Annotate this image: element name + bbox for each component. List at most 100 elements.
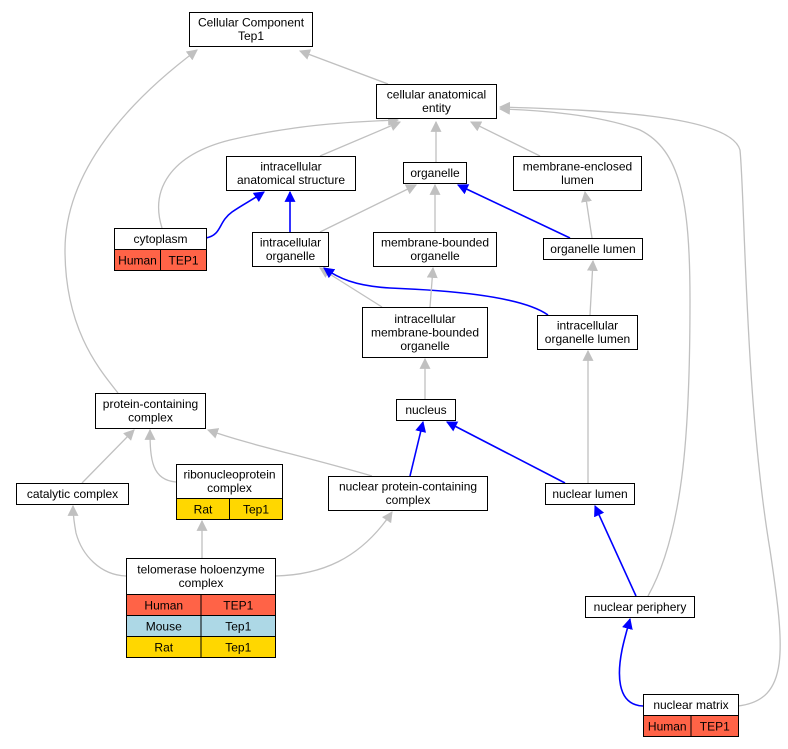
edge-organelle-lumen-to-organelle <box>457 184 571 239</box>
ribonucleoprotein-complex-rat-cell <box>229 498 283 520</box>
protein-containing-complex-label: protein-containing <box>103 397 198 411</box>
membrane-bounded-organelle-label: membrane-bounded <box>381 236 489 250</box>
organelle-box <box>403 162 467 184</box>
membrane-enclosed-lumen-label: lumen <box>561 173 594 187</box>
protein-containing-complex-label: complex <box>128 411 173 425</box>
ribonucleoprotein-complex-label: complex <box>207 481 252 495</box>
intracellular-organelle-lumen-label: intracellular <box>557 319 618 333</box>
telomerase-holoenzyme-complex-label: complex <box>179 576 224 590</box>
cytoplasm-human-cell-text: Human <box>118 253 157 267</box>
cytoplasm-human-cell <box>160 249 207 271</box>
nuclear-matrix-human-cell-text: Human <box>648 719 687 733</box>
membrane-enclosed-lumen-label: membrane-enclosed <box>523 160 632 174</box>
edge-intracellular-organelle-lumen-to-organelle-lumen <box>586 259 598 316</box>
edge-membrane-enclosed-lumen-to-cellular-anatomical-entity <box>470 121 541 157</box>
telomerase-holoenzyme-complex-label: telomerase holoenzyme <box>137 563 265 577</box>
intracellular-membrane-bounded-organelle-label: intracellular <box>394 312 455 326</box>
edge-cellular-anatomical-entity-to-cellular-component <box>298 49 389 85</box>
nuclear-lumen-node[interactable]: nuclear lumen <box>545 483 635 505</box>
cellular-anatomical-entity-label: entity <box>422 101 451 115</box>
cellular-anatomical-entity-label: cellular anatomical <box>387 88 486 102</box>
nuclear-periphery-box <box>585 596 695 618</box>
nuclear-protein-containing-complex-label: complex <box>386 493 431 507</box>
telomerase-holoenzyme-complex-box <box>126 558 276 595</box>
organelle-lumen-node[interactable]: organelle lumen <box>543 238 643 260</box>
telomerase-holoenzyme-complex-mouse-cell-text: Tep1 <box>225 619 251 633</box>
membrane-enclosed-lumen-box <box>513 156 642 191</box>
cellular-component-label: Cellular Component <box>198 16 305 30</box>
edge-nuclear-matrix-to-cellular-anatomical-entity <box>498 101 781 707</box>
edge-telomerase-holoenzyme-complex-to-nuclear-protein-containing-complex <box>274 511 393 577</box>
cytoplasm-label: cytoplasm <box>133 232 187 246</box>
nuclear-periphery-node[interactable]: nuclear periphery <box>585 596 695 618</box>
intracellular-membrane-bounded-organelle-label: organelle <box>400 339 450 353</box>
edge-protein-containing-complex-to-cellular-component <box>64 49 198 394</box>
edge-telomerase-holoenzyme-complex-to-catalytic-complex <box>67 504 127 577</box>
edge-nuclear-periphery-to-nuclear-lumen <box>594 504 637 597</box>
intracellular-organelle-label: intracellular <box>260 236 321 250</box>
intracellular-anatomical-structure-label: anatomical structure <box>237 173 345 187</box>
telomerase-holoenzyme-complex-rat-cell-text: Tep1 <box>225 640 251 654</box>
ribonucleoprotein-complex-label: ribonucleoprotein <box>183 468 275 482</box>
membrane-bounded-organelle-box <box>373 232 497 267</box>
nuclear-matrix-label: nuclear matrix <box>653 698 728 712</box>
catalytic-complex-label: catalytic complex <box>27 487 118 501</box>
intracellular-anatomical-structure-box <box>226 156 356 191</box>
edge-nuclear-matrix-to-nuclear-periphery <box>618 617 644 707</box>
catalytic-complex-node[interactable]: catalytic complex <box>16 483 129 505</box>
catalytic-complex-box <box>16 483 129 505</box>
nuclear-lumen-box <box>545 483 635 505</box>
edge-ribonucleoprotein-complex-to-protein-containing-complex <box>144 428 177 483</box>
cellular-anatomical-entity-box <box>376 84 497 119</box>
organelle-label: organelle <box>410 166 460 180</box>
nuclear-matrix-human-cell <box>690 715 739 737</box>
organelle-node[interactable]: organelle <box>403 162 467 184</box>
edge-organelle-lumen-to-membrane-enclosed-lumen <box>581 190 593 239</box>
cytoplasm-human-cell-text: TEP1 <box>168 253 198 267</box>
nuclear-matrix-human-cell-text: TEP1 <box>700 719 730 733</box>
edge-cytoplasm-to-intracellular-anatomical-structure <box>205 191 265 239</box>
telomerase-holoenzyme-complex-rat-cell <box>200 636 276 658</box>
edges-layer <box>64 49 781 707</box>
intracellular-organelle-box <box>252 232 329 267</box>
edge-intracellular-membrane-bounded-organelle-to-membrane-bounded-organelle <box>426 266 438 308</box>
intracellular-organelle-lumen-label: organelle lumen <box>545 332 630 346</box>
telomerase-holoenzyme-complex-mouse-cell-text: Mouse <box>146 619 182 633</box>
nucleus-label: nucleus <box>405 403 446 417</box>
intracellular-organelle-label: organelle <box>266 249 316 263</box>
nucleus-node[interactable]: nucleus <box>396 399 456 421</box>
ribonucleoprotein-complex-rat-cell-text: Tep1 <box>243 502 269 516</box>
intracellular-membrane-bounded-organelle-label: membrane-bounded <box>371 325 479 339</box>
edge-cytoplasm-to-cellular-anatomical-entity <box>158 114 400 229</box>
cellular-component-box <box>189 12 313 47</box>
edge-nuclear-periphery-to-cellular-anatomical-entity <box>498 103 691 597</box>
edge-nuclear-lumen-to-nucleus <box>446 421 566 484</box>
edge-nuclear-protein-containing-complex-to-nucleus <box>409 420 427 477</box>
protein-containing-complex-box <box>95 393 206 429</box>
nuclear-protein-containing-complex-box <box>328 476 488 511</box>
nuclear-protein-containing-complex-label: nuclear protein-containing <box>339 480 477 494</box>
edge-intracellular-membrane-bounded-organelle-to-intracellular-organelle <box>319 267 383 308</box>
organelle-lumen-box <box>543 238 643 260</box>
intracellular-membrane-bounded-organelle-box <box>362 307 488 358</box>
edge-nuclear-protein-containing-complex-to-protein-containing-complex <box>206 428 373 477</box>
telomerase-holoenzyme-complex-human-cell-text: Human <box>144 598 183 612</box>
nucleus-box <box>396 399 456 421</box>
telomerase-holoenzyme-complex-human-cell-text: TEP1 <box>223 598 253 612</box>
